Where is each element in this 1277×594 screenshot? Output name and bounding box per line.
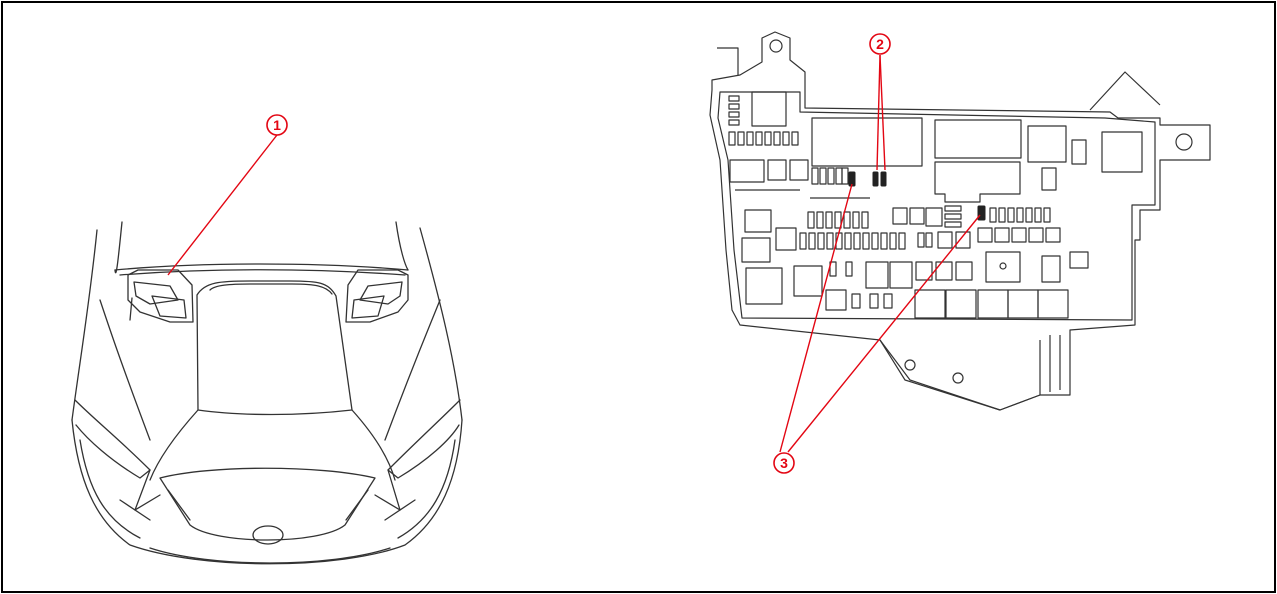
callout-3-label: 3 [780,455,788,471]
callout-leaders [167,54,981,453]
callout-1-label: 1 [273,117,281,133]
highlighted-fuse-3 [848,171,986,221]
fuse-row-top [728,131,799,146]
callout-1-circle [266,114,288,136]
fuse-relay-block-icon [709,31,1211,411]
callout-3-circle [773,452,795,474]
car-front-icon [71,221,463,565]
callout-2: 2 [869,33,891,55]
highlighted-fuse-2 [872,171,887,187]
callout-2-circle [869,33,891,55]
callout-2-label: 2 [876,36,884,52]
callout-1: 1 [266,114,288,136]
callout-3: 3 [773,452,795,474]
